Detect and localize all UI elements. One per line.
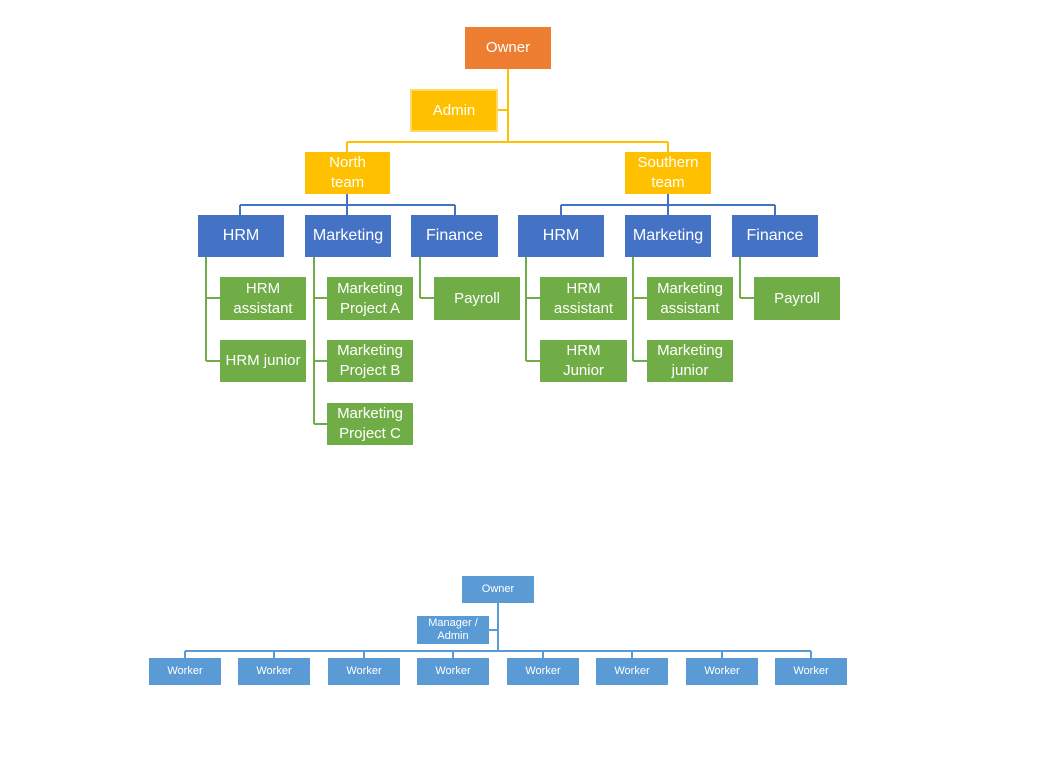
- north-hrm-junior-box: HRM junior: [220, 340, 306, 382]
- north-payroll-box: Payroll: [434, 277, 520, 320]
- admin-box: Admin: [410, 89, 498, 132]
- manager-admin-box: Manager / Admin: [417, 616, 489, 644]
- worker-box: Worker: [507, 658, 579, 685]
- north-finance-box: Finance: [411, 215, 498, 257]
- south-hrm-assistant-box: HRM assistant: [540, 277, 627, 320]
- marketing-project-b-box: Marketing Project B: [327, 340, 413, 382]
- southern-team-box: Southern team: [625, 152, 711, 194]
- north-hrm-assistant-box: HRM assistant: [220, 277, 306, 320]
- marketing-project-a-box: Marketing Project A: [327, 277, 413, 320]
- north-hrm-box: HRM: [198, 215, 284, 257]
- simple-owner-box: Owner: [462, 576, 534, 603]
- south-hrm-junior-box: HRM Junior: [540, 340, 627, 382]
- worker-box: Worker: [775, 658, 847, 685]
- marketing-assistant-box: Marketing assistant: [647, 277, 733, 320]
- south-payroll-box: Payroll: [754, 277, 840, 320]
- south-finance-box: Finance: [732, 215, 818, 257]
- worker-box: Worker: [149, 658, 221, 685]
- worker-box: Worker: [238, 658, 310, 685]
- marketing-project-c-box: Marketing Project C: [327, 403, 413, 445]
- south-marketing-box: Marketing: [625, 215, 711, 257]
- worker-box: Worker: [328, 658, 400, 685]
- worker-box: Worker: [596, 658, 668, 685]
- marketing-junior-box: Marketing junior: [647, 340, 733, 382]
- worker-box: Worker: [686, 658, 758, 685]
- owner-box: Owner: [465, 27, 551, 69]
- north-marketing-box: Marketing: [305, 215, 391, 257]
- south-hrm-box: HRM: [518, 215, 604, 257]
- north-team-box: North team: [305, 152, 390, 194]
- worker-box: Worker: [417, 658, 489, 685]
